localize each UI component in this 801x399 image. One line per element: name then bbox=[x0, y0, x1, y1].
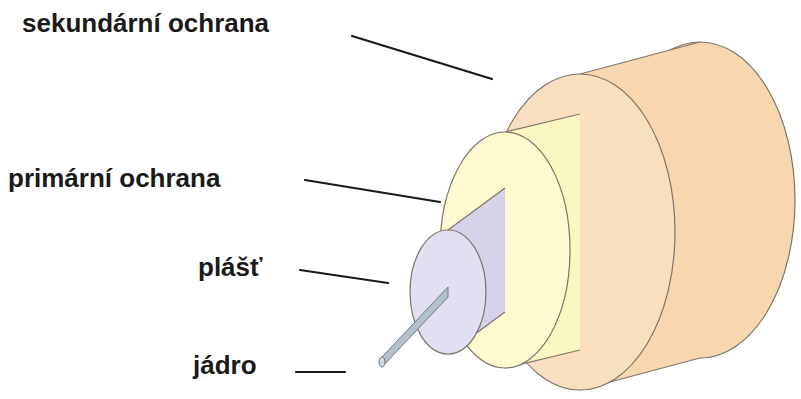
part-label: jádro bbox=[193, 350, 257, 381]
leader-line bbox=[296, 371, 345, 373]
leader-line bbox=[352, 36, 492, 79]
part-label: primární ochrana bbox=[8, 163, 220, 194]
part-label: plášť bbox=[198, 252, 262, 283]
core bbox=[379, 287, 448, 367]
leader-line bbox=[305, 180, 440, 202]
part-label: sekundární ochrana bbox=[22, 8, 269, 39]
cladding bbox=[410, 188, 505, 354]
leader-line bbox=[300, 270, 388, 283]
